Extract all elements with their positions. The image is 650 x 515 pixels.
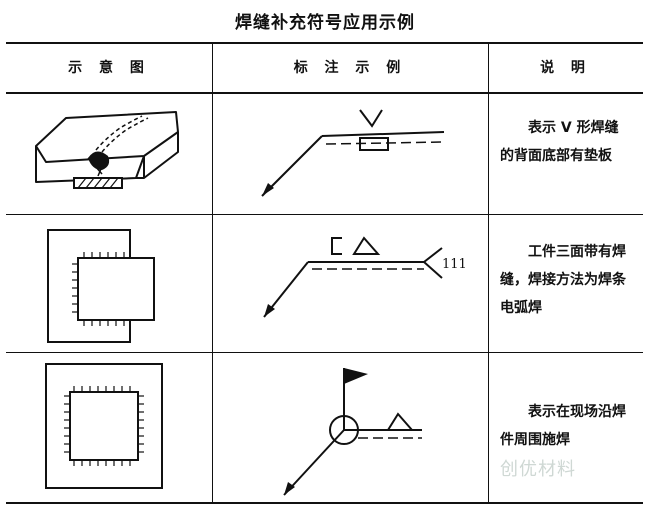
table-title: 焊缝补充符号应用示例: [235, 13, 415, 33]
row-divider-2: [6, 352, 643, 353]
row3-description-text: 表示在现场沿焊件周围施焊: [500, 404, 626, 448]
row1-description: 表示 V 形焊缝的背面底部有垫板: [488, 114, 643, 170]
row2-annotation: 111: [263, 236, 467, 318]
row3-description: 表示在现场沿焊件周围施焊: [488, 398, 643, 454]
row-divider-1: [6, 214, 643, 215]
row1-description-text: 表示 V 形焊缝的背面底部有垫板: [500, 120, 619, 164]
header-diagram: 示 意 图: [68, 60, 150, 76]
row3-annotation: [283, 368, 422, 496]
row2-description: 工件三面带有焊缝，焊接方法为焊条电弧焊: [488, 238, 643, 322]
table-top-border: [6, 42, 643, 44]
row1-diagram: [35, 111, 179, 189]
header-divider: [6, 92, 643, 94]
row3-diagram: [45, 363, 163, 489]
column-divider-1: [212, 42, 213, 504]
watermark: 创优材料: [500, 459, 576, 480]
row1-annotation: [261, 109, 445, 197]
example-table: 示 意 图 标 注 示 例 说 明: [6, 42, 643, 504]
row2-description-text: 工件三面带有焊缝，焊接方法为焊条电弧焊: [500, 244, 626, 316]
column-divider-2: [488, 42, 489, 504]
field-weld-flag-icon: [344, 368, 368, 384]
header-description: 说 明: [540, 60, 591, 76]
process-code-text: 111: [442, 257, 467, 272]
table-bottom-border: [6, 502, 643, 504]
row2-diagram: [47, 229, 155, 343]
header-annotation-example: 标 注 示 例: [293, 60, 407, 76]
